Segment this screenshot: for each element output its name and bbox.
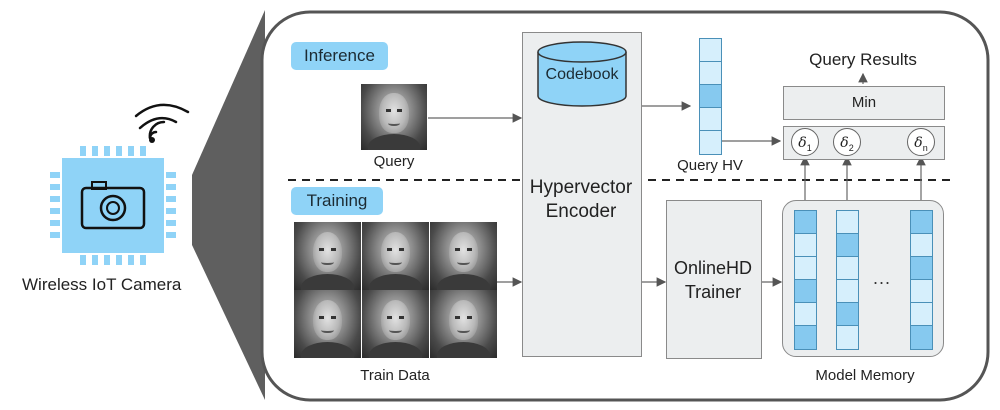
model-memory-label: Model Memory [815, 367, 915, 384]
trainer-title-line1: OnlineHD [673, 258, 753, 278]
delta-n: δn [907, 128, 935, 156]
inference-tag: Inference [291, 42, 388, 70]
query-results-title: Query Results [809, 50, 917, 69]
onlinehd-trainer [666, 200, 762, 359]
zoom-cone [192, 10, 265, 400]
train-data-grid [294, 222, 497, 358]
device-label: Wireless IoT Camera [22, 275, 182, 294]
delta-1: δ1 [791, 128, 819, 156]
train-face [294, 222, 361, 290]
train-data-label: Train Data [360, 367, 430, 384]
memory-hv-n [910, 210, 933, 350]
train-face [430, 222, 497, 290]
codebook-label: Codebook [545, 66, 619, 83]
train-face [362, 290, 429, 358]
wifi-dot-icon [149, 137, 155, 143]
train-face [294, 290, 361, 358]
min-box: Min [783, 86, 945, 120]
query-label: Query [373, 153, 415, 170]
wifi-icon [134, 103, 190, 140]
encoder-title-line2: Encoder [545, 201, 617, 222]
iot-chip-icon [50, 146, 176, 265]
query-hv-label: Query HV [677, 157, 743, 174]
codebook-cylinder [537, 41, 627, 107]
memory-hv-2 [836, 210, 859, 350]
encoder-title-line1: Hypervector [529, 177, 633, 198]
trainer-title-line2: Trainer [684, 282, 742, 302]
training-tag: Training [291, 187, 383, 215]
memory-hv-1 [794, 210, 817, 350]
train-face [430, 290, 497, 358]
query-image [361, 84, 427, 150]
query-hv-column [699, 38, 722, 155]
train-face [362, 222, 429, 290]
memory-ellipsis: ... [872, 268, 891, 288]
delta-2: δ2 [833, 128, 861, 156]
